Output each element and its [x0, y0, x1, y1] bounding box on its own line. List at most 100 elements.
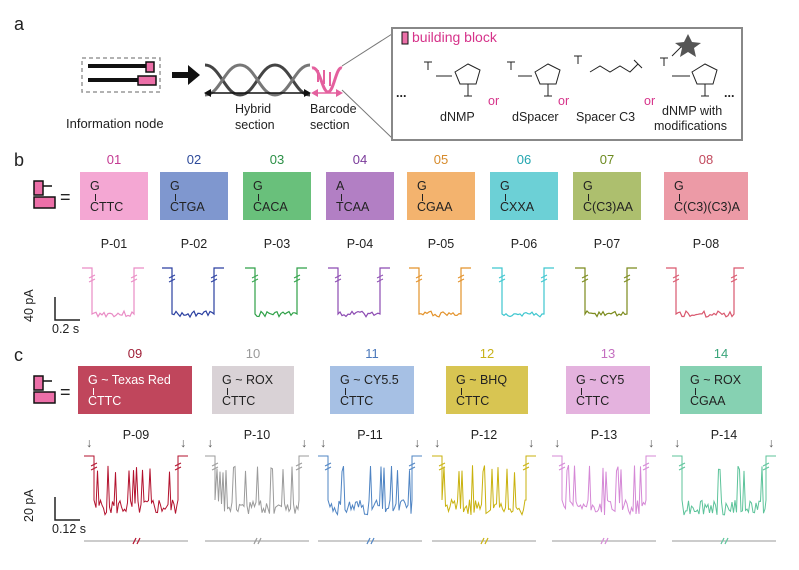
mol-label-dspacer: dSpacer — [512, 110, 559, 124]
panel-c-block-10: G ~ ROX CTTC — [212, 366, 294, 414]
panel-c-trace-title-9: P-09 — [122, 428, 150, 442]
panel-c-break-mark — [438, 462, 446, 471]
event-arrow-icon: ↓ — [207, 436, 214, 450]
block-top-base: G — [90, 179, 100, 193]
panel-c-code-09: 09 — [127, 346, 143, 361]
panel-c-trace-title-10: P-10 — [243, 428, 271, 442]
block-bottom-seq: CTTC — [340, 394, 374, 408]
block-top-base: G — [500, 179, 510, 193]
panel-c-baseline-break — [253, 537, 262, 545]
panel-c-trace-9 — [84, 455, 188, 516]
block-top-base: G — [417, 179, 427, 193]
ellipsis-right: ... — [724, 86, 735, 100]
mol-label-dnmp: dNMP — [440, 110, 475, 124]
panel-c-baseline-break — [720, 537, 729, 545]
panel-c-baseline-break — [600, 537, 609, 545]
panel-b-trace-title-4: P-04 — [346, 237, 374, 251]
event-arrow-icon: ↓ — [320, 436, 327, 450]
block-bottom-seq: CGAA — [690, 394, 726, 408]
or-2: or — [558, 94, 570, 108]
event-arrow-icon: ↓ — [648, 436, 655, 450]
panel-b-trace-7 — [575, 267, 637, 318]
panel-b-trace-title-3: P-03 — [263, 237, 291, 251]
panel-c-trace-title-11: P-11 — [357, 428, 383, 442]
block-bond — [505, 194, 506, 201]
block-bottom-seq: TCAA — [336, 200, 370, 214]
block-bond — [695, 388, 696, 395]
block-bottom-seq: CTTC — [456, 394, 490, 408]
panel-b-code-07: 07 — [599, 152, 615, 167]
block-bond — [93, 388, 94, 395]
panel-b-break-mark — [457, 274, 465, 283]
panel-c-code-12: 12 — [479, 346, 495, 361]
panel-b-code-01: 01 — [106, 152, 122, 167]
building-block-legend: building block — [412, 29, 497, 45]
panel-c-scale-x: 0.12 s — [52, 522, 87, 536]
block-bottom-seq: C(C3)(C3)A — [674, 200, 740, 214]
panel-c-baseline-break — [132, 537, 141, 545]
panel-b-break-mark — [334, 274, 342, 283]
block-bond — [95, 194, 96, 201]
block-bond — [341, 194, 342, 201]
block-bond — [345, 388, 346, 395]
panel-b-block-08: G C(C3)(C3)A — [664, 172, 748, 220]
panel-b-label: b — [14, 150, 25, 170]
panel-b-break-mark — [540, 274, 548, 283]
panel-b-trace-title-6: P-06 — [510, 237, 538, 251]
block-bond — [581, 388, 582, 395]
panel-c-trace-title-14: P-14 — [710, 428, 738, 442]
panel-b-trace-title-5: P-05 — [427, 237, 455, 251]
panel-c-break-mark — [762, 462, 770, 471]
panel-b-trace-4 — [328, 267, 390, 318]
event-arrow-icon: ↓ — [554, 436, 561, 450]
block-bottom-seq: CTTC — [222, 394, 256, 408]
panel-c-break-mark — [642, 462, 650, 471]
panel-b-code-08: 08 — [698, 152, 714, 167]
panel-b-code-05: 05 — [433, 152, 449, 167]
block-bond — [422, 194, 423, 201]
block-bond — [227, 388, 228, 395]
panel-c-baseline-break — [480, 537, 489, 545]
panel-b-break-mark — [730, 274, 738, 283]
hybrid-section-label-2: section — [235, 118, 275, 132]
panel-c-break-mark — [558, 462, 566, 471]
or-3: or — [644, 94, 656, 108]
panel-b-break-mark — [130, 274, 138, 283]
panel-c-trace-11 — [318, 455, 422, 516]
or-1: or — [488, 94, 500, 108]
block-top-base: G — [674, 179, 684, 193]
panel-b-trace-8 — [666, 267, 744, 318]
panel-b-break-mark — [672, 274, 680, 283]
block-top-label: G ~ ROX — [222, 373, 274, 387]
panel-b-break-mark — [251, 274, 259, 283]
panel-c-label: c — [14, 345, 23, 365]
panel-b-break-mark — [498, 274, 506, 283]
event-arrow-icon: ↓ — [528, 436, 535, 450]
panel-c-break-mark — [295, 462, 303, 471]
panel-b-break-mark — [623, 274, 631, 283]
block-bottom-seq: C(C3)AA — [583, 200, 634, 214]
panel-c-code-11: 11 — [365, 346, 379, 361]
block-top-label: G ~ Texas Red — [88, 373, 171, 387]
panel-c-code-13: 13 — [600, 346, 616, 361]
panel-c-scale-y: 20 pA — [22, 489, 36, 522]
info-node-label: Information node — [66, 116, 164, 131]
event-arrow-icon: ↓ — [86, 436, 93, 450]
panel-b-equals: = — [60, 187, 71, 207]
panel-b-break-mark — [210, 274, 218, 283]
panel-b-break-mark — [88, 274, 96, 283]
event-arrow-icon: ↓ — [414, 436, 421, 450]
block-bond — [679, 194, 680, 201]
block-bond — [175, 194, 176, 201]
